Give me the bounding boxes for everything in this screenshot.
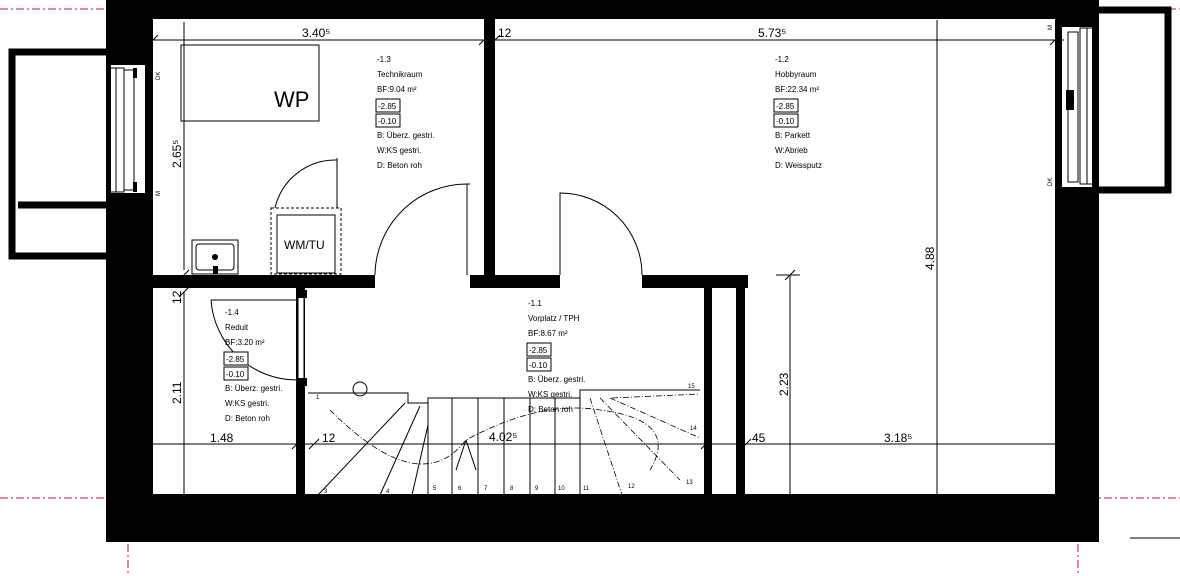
dim-top-right: 5.73⁵: [758, 26, 786, 40]
dimension-labels: 3.40⁵ 12 5.73⁵ 2.65⁵ 12 2.11 1.48 12 4.0…: [170, 26, 937, 445]
room-stamp-reduit: -1.4 Reduit BF:3.20 m² -2.85 -0.10 B: Üb…: [223, 308, 282, 423]
doors: [210, 158, 643, 386]
heat-pump: WP: [180, 44, 320, 122]
dim-bottom-right: 3.18⁵: [884, 431, 912, 445]
room-level-1: -2.85: [378, 102, 397, 111]
room-level-2: -0.10: [226, 370, 245, 379]
stair-number: 3: [324, 489, 328, 495]
room-level-1: -2.85: [776, 102, 795, 111]
dim-top-left: 3.40⁵: [302, 26, 330, 40]
room-number: -1.1: [528, 299, 542, 308]
stair-number: 14: [690, 426, 697, 432]
stair-number: 11: [583, 486, 590, 492]
stair-number: 9: [535, 486, 539, 492]
stair-number: 7: [484, 486, 488, 492]
room-wall: W:KS gestri.: [528, 390, 572, 399]
room-level-2: -0.10: [776, 117, 795, 126]
staircase: [308, 381, 701, 496]
washing-machine: WM/TU: [270, 207, 342, 275]
room-stamp-vorplatz: -1.1 Vorplatz / TPH BF:8.67 m² -2.85 -0.…: [526, 299, 585, 414]
room-ceiling: D: Beton roh: [528, 405, 573, 414]
room-floor: B: Überz. gestri.: [225, 384, 282, 393]
room-stamp-technikraum: -1.3 Technikraum BF:9.04 m² -2.85 -0.10 …: [375, 55, 434, 170]
room-name: Reduit: [225, 323, 249, 332]
room-ceiling: D: Beton roh: [377, 161, 422, 170]
room-area: BF:3.20 m²: [225, 338, 265, 347]
room-level-1: -2.85: [529, 346, 548, 355]
stair-number: 12: [628, 484, 635, 490]
dk-mark-right: DK: [1048, 178, 1054, 186]
stair-number: 10: [558, 486, 565, 492]
room-name: Hobbyraum: [775, 70, 817, 79]
dim-right-short: 2.23: [777, 372, 791, 396]
dim-top-mid: 12: [498, 26, 512, 40]
stair-number: 8: [510, 486, 514, 492]
room-name: Vorplatz / TPH: [528, 314, 580, 323]
room-area: BF:9.04 m²: [377, 85, 417, 94]
dim-left-upper: 2.65⁵: [170, 140, 184, 168]
stair-number: 5: [433, 486, 437, 492]
window-right: [1066, 27, 1095, 185]
m-mark-left: M: [156, 191, 162, 196]
room-ceiling: D: Beton roh: [225, 414, 270, 423]
room-floor: B: Überz. gestri.: [377, 131, 434, 140]
dim-bottom-left: 1.48: [210, 431, 234, 445]
stair-numbers: 1 3 4 5 6 7 8 9 10 11 12 13 14 15: [316, 384, 697, 495]
room-area: BF:22.34 m²: [775, 85, 819, 94]
room-wall: W:KS gestri.: [377, 146, 421, 155]
room-level-2: -0.10: [378, 117, 397, 126]
stair-number: 1: [316, 395, 320, 401]
window-left: [107, 67, 137, 193]
light-wells: [8, 6, 1180, 539]
stair-number: 15: [688, 384, 695, 390]
room-number: -1.4: [225, 308, 239, 317]
stair-number: 13: [686, 480, 693, 486]
room-area: BF:8.67 m²: [528, 329, 568, 338]
dim-left-mid: 12: [170, 290, 184, 304]
dim-left-lower: 2.11: [170, 381, 184, 404]
wmtu-label: WM/TU: [284, 238, 325, 252]
room-level-1: -2.85: [226, 355, 245, 364]
dk-mark-left: DK: [156, 72, 162, 80]
room-wall: W:Abrieb: [775, 146, 808, 155]
stair-number: 4: [386, 489, 390, 495]
room-wall: W:KS gestri.: [225, 399, 269, 408]
room-level-2: -0.10: [529, 361, 548, 370]
room-floor: B: Überz. gestri.: [528, 375, 585, 384]
room-name: Technikraum: [377, 70, 423, 79]
dim-bottom-a: 12: [322, 431, 336, 445]
room-number: -1.3: [377, 55, 391, 64]
m-mark-right: M: [1048, 25, 1054, 30]
room-ceiling: D: Weissputz: [775, 161, 822, 170]
dim-right-tall: 4.88: [923, 246, 937, 270]
sink: [191, 239, 239, 275]
room-stamp-hobbyraum: -1.2 Hobbyraum BF:22.34 m² -2.85 -0.10 B…: [773, 55, 822, 170]
room-number: -1.2: [775, 55, 789, 64]
stair-number: 6: [458, 486, 462, 492]
heat-pump-label: WP: [274, 87, 309, 112]
room-floor: B: Parkett: [775, 131, 811, 140]
dimension-lines: [140, 20, 1064, 494]
dim-bottom-b: 45: [752, 431, 766, 445]
dim-bottom-mid: 4.02⁵: [489, 430, 517, 444]
